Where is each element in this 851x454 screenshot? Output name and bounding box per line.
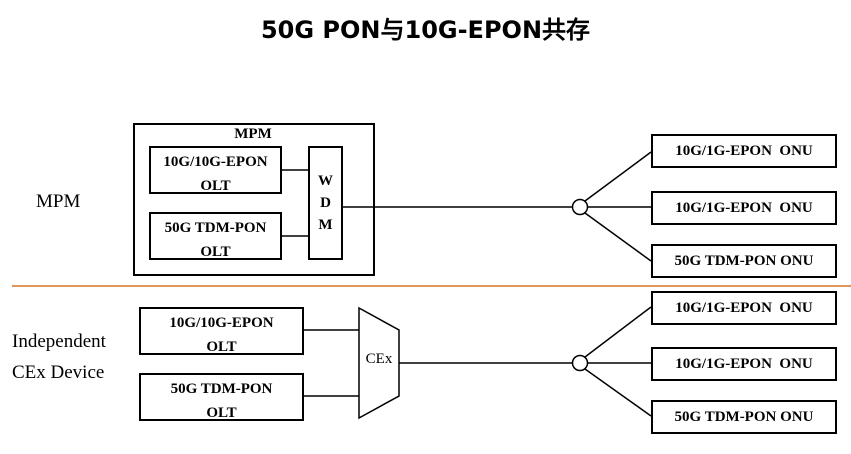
onu-box-cex-1: 10G/1G-EPON ONU	[651, 291, 837, 325]
olt-line1: 10G/10G-EPON	[169, 315, 274, 331]
splitter-to-onu3-cex	[584, 368, 652, 417]
olt-line2: OLT	[200, 178, 231, 194]
olt-line1: 50G TDM-PON	[170, 381, 273, 397]
olt-line2: OLT	[206, 405, 237, 421]
olt-50g-tdm-pon-cex: 50G TDM-PON OLT	[139, 373, 304, 421]
wdm-letter: M	[318, 217, 333, 233]
olt-line1: 10G/10G-EPON	[163, 154, 268, 170]
wdm-box: W D M	[308, 146, 343, 260]
page-title: 50G PON与10G-EPON共存	[260, 16, 591, 44]
olt-line1: 50G TDM-PON	[164, 220, 267, 236]
cex-shape	[358, 306, 400, 420]
side-label-line1: Independent	[12, 331, 106, 352]
wdm-letter: D	[320, 195, 331, 211]
olt-10g-epon-cex: 10G/10G-EPON OLT	[139, 307, 304, 355]
independent-cex-side-label: Independent CEx Device	[12, 326, 106, 388]
onu-box-mpm-1: 10G/1G-EPON ONU	[651, 134, 837, 168]
onu-box-mpm-2: 10G/1G-EPON ONU	[651, 191, 837, 225]
olt-line2: OLT	[200, 244, 231, 260]
wdm-letter: W	[318, 173, 333, 189]
onu-box-cex-3: 50G TDM-PON ONU	[651, 400, 837, 434]
onu-box-cex-2: 10G/1G-EPON ONU	[651, 347, 837, 381]
onu-box-mpm-3: 50G TDM-PON ONU	[651, 244, 837, 278]
splitter-to-onu1-cex	[584, 306, 652, 358]
splitter-to-onu1-mpm	[584, 151, 652, 202]
olt-50g-tdm-pon-mpm: 50G TDM-PON OLT	[149, 212, 282, 260]
splitter-to-onu3-mpm	[584, 212, 652, 262]
mpm-side-label: MPM	[36, 191, 81, 212]
olt-line2: OLT	[206, 339, 237, 355]
olt-10g-epon-mpm: 10G/10G-EPON OLT	[149, 146, 282, 194]
mpm-container-label: MPM	[234, 126, 272, 142]
splitter-circle-mpm	[571, 198, 589, 216]
side-label-line2: CEx Device	[12, 362, 105, 383]
mpm-container	[133, 123, 375, 276]
splitter-circle-cex	[571, 354, 589, 372]
cex-label: CEx	[365, 351, 393, 367]
